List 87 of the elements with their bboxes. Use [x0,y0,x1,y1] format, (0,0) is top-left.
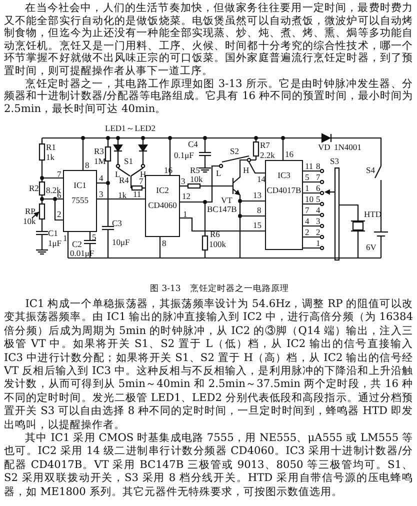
figure-caption: 图 3-13 烹饪定时器之一电路原理 [150,283,289,295]
pin-number: 3 [181,177,186,186]
paragraph: 在当今社会中，人们的生活节奏加快，但做家务往往要用一定时间，最费时费力又不能全部实行自动化的是做饭烧菜。电饭煲虽然可以自动煮饭，微波炉可以自动烤制食物，但迄今为止还没有一种能全部实现蒸、炒、炖、煮、烤、熏、焗等多功能自动烹饪机。烹饪又是一门用料、工序、火候、时间都十分考究的综合性技术，哪一个环节掌握不好就做不出风味正宗的可口饭菜。国外家庭普遍流行烹饪定时器，到了预置时间，则可提醒操作者从事下一道工序。 [4,2,413,78]
pin-number: 10 [305,194,314,204]
component-label: C3 [112,219,122,228]
component-label: H [140,170,146,179]
pin-number: 8 [316,162,320,170]
pin-number: 1 [316,238,320,248]
component-label: 6V [366,243,376,252]
pin-number: 11 [133,190,142,199]
component-label: L [115,170,120,179]
pin-number: 5 [92,233,96,242]
component-label: R1 [46,143,56,152]
pin-number: 1 [183,210,188,219]
component-label: R5 [190,166,200,175]
pin-number: 5 [316,194,320,204]
chip-designator: IC3 [278,170,290,180]
pin-number: 8 [257,206,262,215]
pin-number: 7 [316,172,320,182]
component-label: VT [221,196,232,205]
pin-number: 3 [316,216,320,226]
pin-number: 15 [253,221,262,230]
chip-type-label: CD4060 [148,200,177,210]
component-label: LED1～LED2 [105,124,156,133]
pin-number: 1 [305,184,310,192]
pin-number: 4 [99,174,104,183]
pin-number: 2 [305,228,310,236]
pin-number: 5 [305,172,310,182]
paragraph: 烹饪定时器之一，其电路工作原理如图 3-13 所示。它是由时钟脉冲发生器、分频器和十进制计数器/分配器等电路组成。它具有 16 种不同的预置时间，最小时间为 2.5min，最长时间可达 40min。 [4,78,413,116]
component-label: S2 [230,147,239,156]
component-label: RP [25,207,36,216]
pin-number: 4 [305,216,310,226]
ic-chip [63,170,97,232]
component-label: L [216,169,222,178]
component-label: H [243,166,250,175]
chip-type-label: 7555 [72,195,88,205]
component-label: R7 [260,141,270,150]
pin-number: 1 [63,234,68,243]
pin-number: 14 [257,175,266,184]
component-label: BC147B [207,205,237,214]
component-label: 1M [94,157,106,166]
component-label: R2 [29,184,39,193]
component-label: S3 [330,157,339,166]
component-label: C2 [72,240,82,249]
pin-number: 6 [316,184,320,192]
pin-number: 2 [316,228,320,236]
pin-number: 8 [162,239,166,248]
component-label: R3 [94,147,104,156]
ic-chip [265,160,303,250]
pin-number: 7 [139,177,144,186]
pin-number: 2 [57,210,62,219]
component-label: C1 [48,229,58,238]
wire [67,200,266,259]
component-label: 10k [23,217,36,226]
pin-number: 3 [99,190,104,199]
chip-type-label: CD4017B [266,185,302,195]
component-label: 1μF [48,239,62,248]
component-label: 1N4001 [334,143,362,152]
component-label: VD [318,143,330,152]
chip-designator: IC2 [156,185,169,195]
pin-number: 7 [305,206,310,214]
pin-number: 8 [85,161,90,170]
paragraph: 其中 IC1 采用 CMOS 时基集成电路 7555，用 NE555、μA555 或 LM555 等也可。IC2 采用 14 级二进制串行计数分频器 CD4060。IC3 采用十进制计数器/分配器 CD4017B。VT 采用 BC147B 三极管或 9013、8050 等三极管均可。S1、S2 采用双联拨动开关，S3 采用 8 档分线开关。HTD 采用自带信号源的压电蜂鸣器，如 ME1800 系列。其它元器件无特殊要求，可按图示数值选用。 [4,432,413,500]
wire [97,198,145,200]
wire [82,137,284,176]
paragraph: IC1 构成一个单稳振荡器，其振荡频率设计为 54.6Hz，调整 RP 的阻值可以改变其振荡器频率。由 IC1 输出的脉冲直接输入到 IC2 中，进行高倍分频（为 16384 倍分频）后成为周期为 5min 的时钟脉冲，从 IC2 的③脚（Q14 端）输出，注入三极管 VT 中。如果将开关 S1、S2 置于 L（低）档，从 IC2 输出的信号直接输入 IC3 中进行计数分配；如果将开关 S1、S2 置于 H（高）档，从 IC2 输出的信号经 VT 反相后输入到 IC3 中。这种反相与不反相输入，是利用脉冲的下降沿和上升沿触发计数，从而可得到从 5min～40min 和 2.5min～37.5min 两个定时段，共 16 种不同的定时时间。发光二极管 LED1、LED2 分别代表低段和高段指示。通过分档预置开关 S3 可以自由选择 8 种不同的定时时间，一旦定时时间到，蜂鸣器 HTD 即发出鸣叫，以提醒操作者。 [4,298,413,432]
component-label: S1 [124,157,133,166]
component-label: 0.1μF [174,151,194,160]
component-label: 10μF [112,238,130,247]
pin-number: 4 [316,206,320,214]
component-label: 100k [209,240,226,249]
component-label: R6 [210,230,220,239]
pin-number: 7 [57,170,62,179]
component-label: C4 [188,140,198,149]
pin-number: 11 [305,162,314,170]
component-label: 1k [118,191,126,200]
component-label: 2.2k [260,151,275,160]
pin-number: 16 [285,150,294,159]
component-label: 10k [190,175,203,184]
ic-chip [145,175,180,237]
component-label: R4 [119,176,129,185]
pin-number: 13 [253,191,262,200]
chip-designator: IC1 [74,180,86,190]
component-label: S4 [366,166,375,175]
component-label: 1k [46,153,54,162]
pin-number: 12 [182,192,190,201]
wire [180,217,265,232]
